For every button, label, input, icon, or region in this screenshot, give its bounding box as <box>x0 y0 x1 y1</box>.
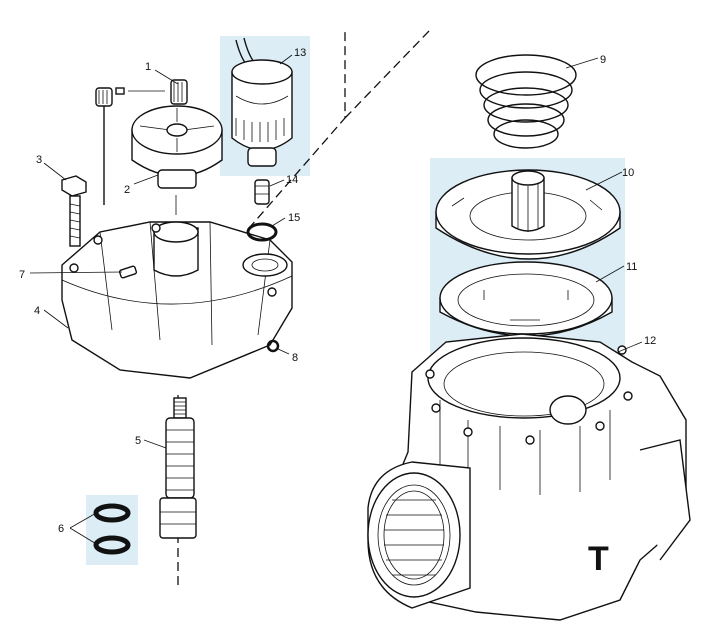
diaphragm-support <box>439 261 613 337</box>
callout-2: 2 <box>124 184 130 196</box>
callout-5: 5 <box>135 435 141 447</box>
callout-15: 15 <box>288 212 300 224</box>
callout-8: 8 <box>292 352 298 364</box>
diaphragm <box>435 169 621 260</box>
callout-14: 14 <box>286 174 298 186</box>
callout-13: 13 <box>294 47 306 59</box>
cover-bolt <box>61 175 87 247</box>
small-o-ring <box>266 339 280 353</box>
callout-6: 6 <box>58 523 64 535</box>
callout-7: 7 <box>19 269 25 281</box>
stem <box>159 397 197 539</box>
solenoid-o-ring <box>246 222 278 242</box>
callout-3: 3 <box>36 154 42 166</box>
callout-4: 4 <box>34 305 40 317</box>
flow-control-knob <box>131 105 223 189</box>
retaining-screw <box>118 265 138 279</box>
solenoid <box>231 37 293 167</box>
callout-9: 9 <box>600 54 606 66</box>
leader-lines <box>29 54 643 546</box>
valve-body <box>367 333 691 621</box>
body-flow-mark: T <box>588 540 609 578</box>
bonnet-cover <box>61 221 293 379</box>
callout-11: 11 <box>626 261 637 273</box>
bleed-screw <box>95 79 188 205</box>
callout-1: 1 <box>145 61 151 73</box>
plunger <box>254 179 270 205</box>
spring <box>475 54 577 149</box>
callout-12: 12 <box>644 335 656 347</box>
callout-10: 10 <box>622 167 634 179</box>
